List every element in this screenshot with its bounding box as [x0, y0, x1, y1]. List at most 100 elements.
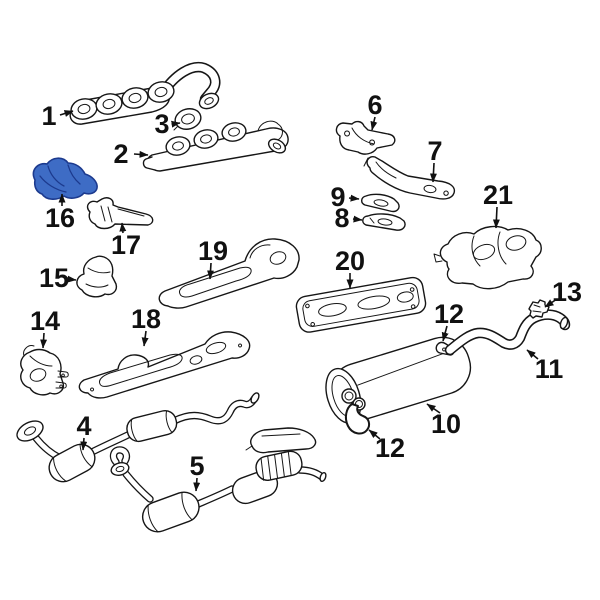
part-4-converter-2 [126, 409, 178, 443]
callout-12-upper[interactable]: 12 [434, 299, 464, 342]
callout-5-arrow [193, 477, 201, 492]
callout-11[interactable]: 11 [526, 349, 563, 384]
part-5-inlet-hole [115, 465, 125, 473]
part-2-left-flange-tab [142, 156, 156, 171]
part-3-flange-gasket[interactable] [173, 106, 203, 132]
part-17-heat-shield[interactable] [86, 197, 154, 230]
callout-10[interactable]: 10 [426, 403, 461, 439]
part-12-hanger-lower[interactable] [344, 403, 371, 435]
part-15-heat-shield[interactable] [76, 255, 118, 298]
part-1-end-flange [198, 92, 220, 110]
callout-14[interactable]: 14 [30, 306, 60, 349]
part-20-rivets [305, 287, 416, 327]
part-20-plate [295, 276, 427, 333]
callout-9[interactable]: 9 [330, 182, 360, 212]
part-14-heat-shield[interactable] [20, 345, 69, 396]
callout-5[interactable]: 5 [189, 451, 205, 492]
part-1-end-flange-hole [204, 97, 214, 105]
callout-11-arrow [526, 349, 539, 360]
part-16-heat-shield-highlighted[interactable] [32, 157, 98, 200]
part-5-pipes [109, 446, 326, 509]
callout-1[interactable]: 1 [41, 101, 74, 131]
callout-2-arrow [133, 150, 149, 158]
callout-20-label: 20 [335, 246, 365, 276]
part-11-tailpipe[interactable] [444, 309, 571, 356]
part-8-mounting-plate[interactable] [362, 213, 406, 231]
part-5-front-pipe-converter[interactable] [109, 427, 327, 536]
part-12-upper-hole [442, 347, 446, 352]
part-8-plate-notch [369, 217, 375, 224]
part-4-inlet-hole [23, 426, 37, 436]
part-20-plate-inner [302, 282, 420, 327]
callout-13[interactable]: 13 [544, 277, 582, 308]
part-2-collector-hump [257, 120, 283, 141]
callout-16[interactable]: 16 [45, 193, 75, 233]
callout-10-label: 10 [431, 409, 461, 439]
callout-17[interactable]: 17 [111, 222, 141, 260]
part-20-oval-2 [357, 295, 391, 310]
callout-18[interactable]: 18 [131, 304, 161, 347]
part-21-heat-shield[interactable] [433, 225, 542, 290]
part-2-collector-hole [272, 142, 282, 150]
callout-7-arrow [429, 162, 437, 183]
callout-5-label: 5 [189, 451, 204, 481]
part-9-mounting-plate[interactable] [361, 193, 400, 213]
part-3-gasket-hole [181, 113, 195, 125]
callout-18-label: 18 [131, 304, 161, 334]
callout-3[interactable]: 3 [154, 109, 181, 139]
part-15-shield-creases [85, 267, 111, 288]
part-11-pipe-end [559, 316, 569, 330]
callout-2-label: 2 [113, 139, 128, 169]
part-6-support-bracket[interactable] [335, 120, 396, 155]
part-14-shield-hole [29, 368, 47, 382]
callout-8-arrow [352, 215, 363, 223]
part-18-floor-heat-shield[interactable] [78, 331, 251, 399]
part-7-bracket-body [366, 155, 456, 200]
part-5-wing-shield [250, 427, 317, 454]
callout-8[interactable]: 8 [334, 203, 363, 233]
part-13-pipe-clamp[interactable] [528, 299, 550, 319]
part-4-front-pipe-converter[interactable] [14, 392, 261, 487]
callout-12-lower-arrow [368, 429, 381, 440]
callout-20[interactable]: 20 [335, 246, 365, 289]
part-2-exhaust-manifold-lower[interactable] [142, 120, 289, 172]
callout-4[interactable]: 4 [76, 411, 92, 451]
callout-21[interactable]: 21 [483, 180, 513, 229]
callout-2[interactable]: 2 [113, 139, 149, 169]
callout-6-arrow [370, 116, 378, 131]
part-10-inlet-stubs [341, 388, 366, 411]
callout-19[interactable]: 19 [198, 236, 228, 280]
part-7-support-bracket[interactable] [363, 155, 456, 200]
callout-12-upper-arrow [441, 325, 449, 342]
part-16-shield-creases [39, 164, 81, 193]
callout-15[interactable]: 15 [39, 263, 77, 293]
callouts-layer: 1 2 3 4 5 6 7 8 [30, 90, 582, 492]
part-20-floor-heat-shield[interactable] [295, 276, 427, 334]
part-11-pipe-over [446, 310, 569, 354]
part-2-ports [165, 122, 247, 156]
callout-14-arrow [40, 332, 48, 349]
callout-12-upper-label: 12 [434, 299, 464, 329]
callout-12-lower[interactable]: 12 [368, 429, 405, 463]
part-14-shield-tabs [23, 345, 69, 389]
part-1-outlet-pipe [156, 61, 221, 105]
part-1-exhaust-manifold-upper[interactable] [69, 61, 221, 125]
part-4-converter-1 [48, 443, 96, 483]
part-5-converter [141, 491, 200, 533]
callout-19-arrow [207, 262, 215, 280]
callout-7-label: 7 [427, 136, 442, 166]
callout-6[interactable]: 6 [367, 90, 383, 131]
part-2-collector-flange [267, 138, 287, 154]
part-3-gasket-outer [174, 108, 202, 130]
part-15-shield-body [76, 255, 118, 298]
callout-1-label: 1 [41, 101, 56, 131]
callout-9-arrow [348, 194, 360, 202]
callout-15-label: 15 [39, 263, 69, 293]
part-19-floor-heat-shield[interactable] [158, 238, 300, 309]
callout-7[interactable]: 7 [427, 136, 443, 183]
part-21-shield-tube [505, 235, 527, 251]
part-18-shield-rivets [90, 343, 242, 392]
callout-17-arrow [119, 222, 127, 234]
callout-19-label: 19 [198, 236, 228, 266]
